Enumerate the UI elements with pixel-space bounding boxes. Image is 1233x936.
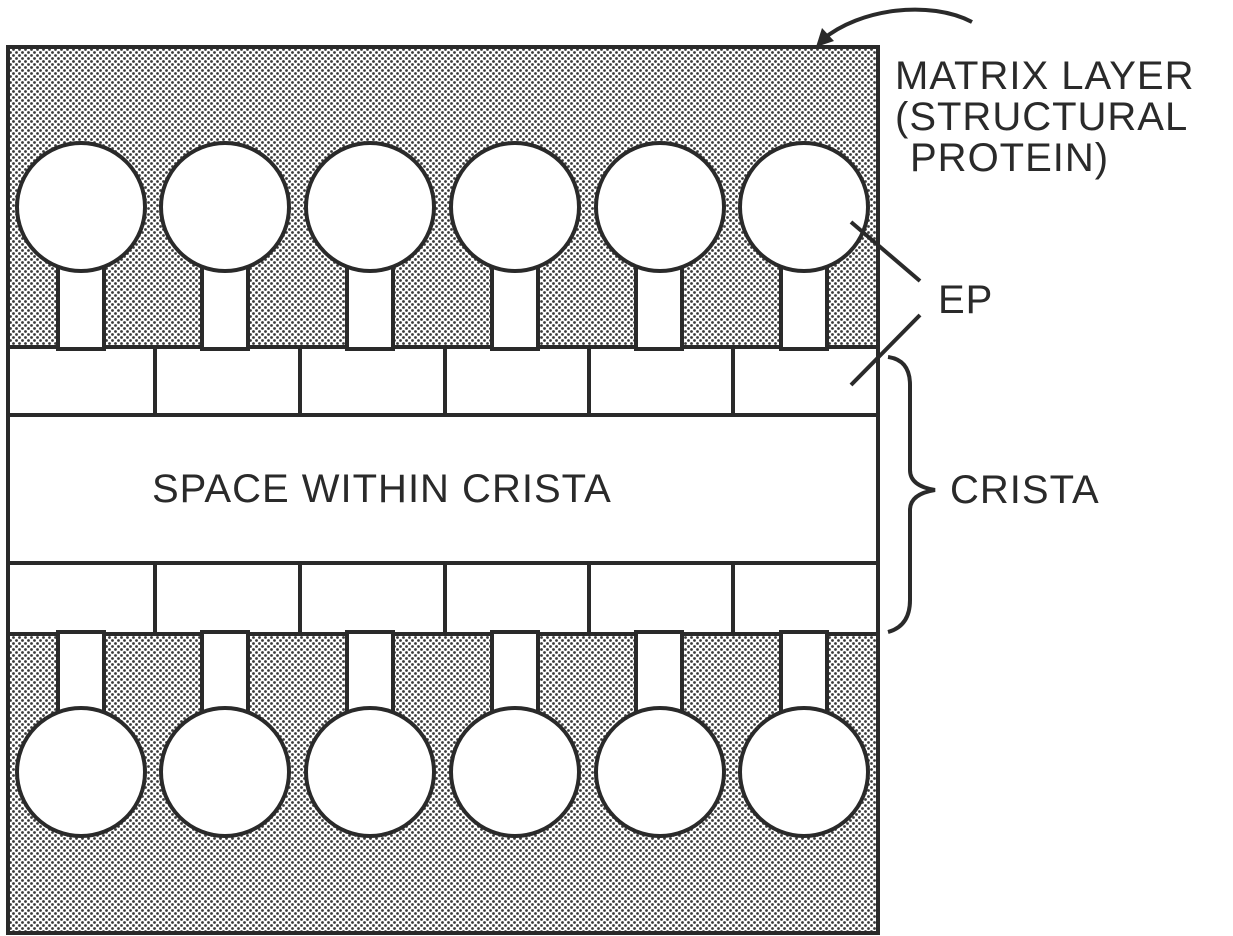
crista-label: CRISTA xyxy=(950,468,1100,512)
ep-label: EP xyxy=(938,278,993,322)
matrix-layer-label-line1: MATRIX LAYER xyxy=(895,54,1194,98)
matrix-layer-label-line3: PROTEIN) xyxy=(910,136,1109,180)
matrix-leader-arrow xyxy=(822,10,972,40)
crista-brace xyxy=(888,357,935,632)
matrix-layer-label-line2: (STRUCTURAL xyxy=(895,95,1188,139)
space-within-crista-label: SPACE WITHIN CRISTA xyxy=(152,467,612,511)
